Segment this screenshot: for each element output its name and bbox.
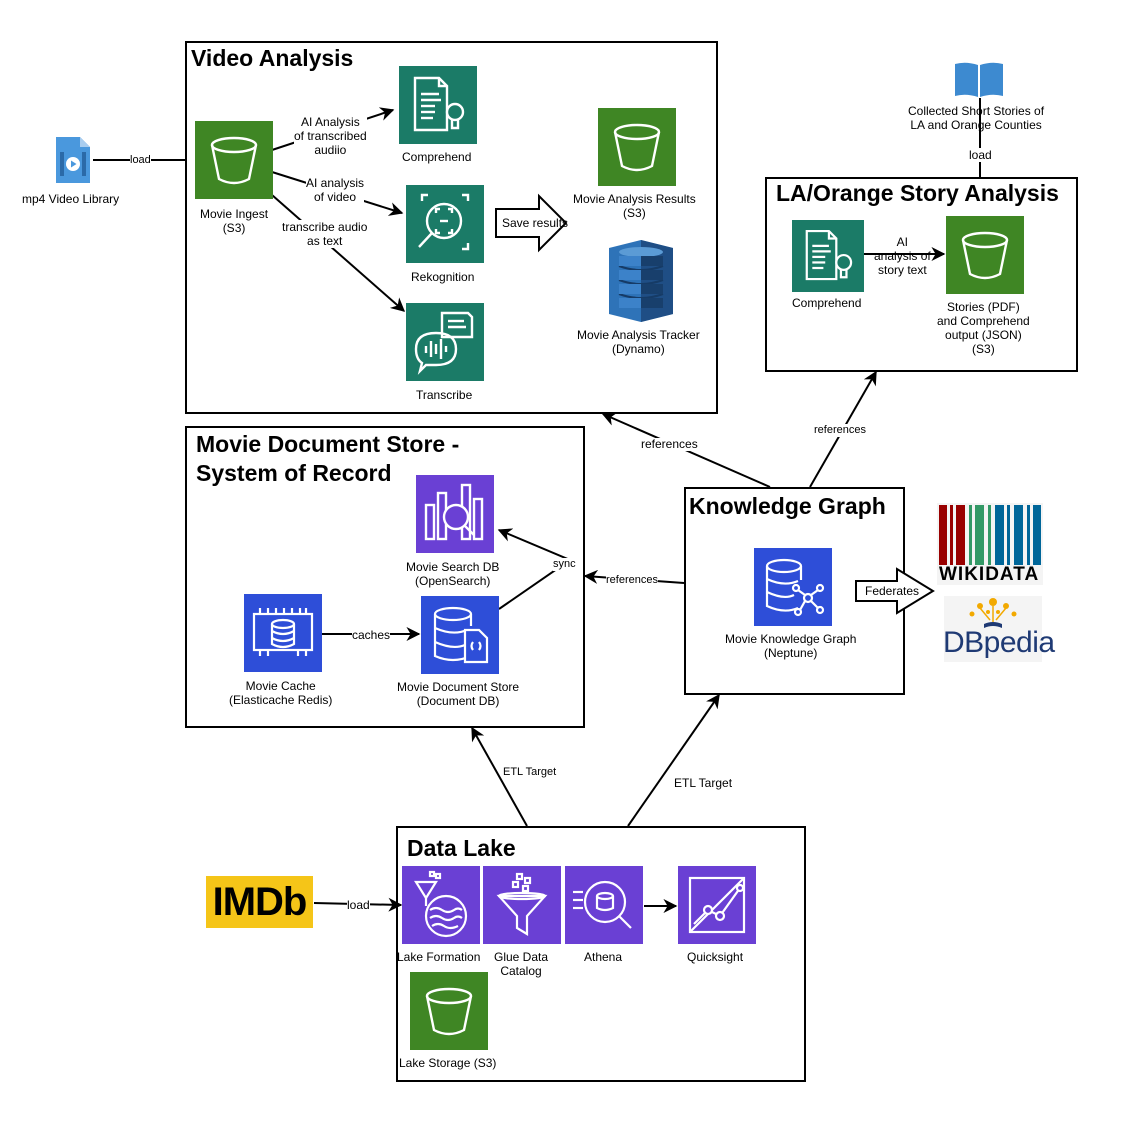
knowledge-graph-title: Knowledge Graph: [689, 493, 886, 519]
rekognition-label: Rekognition: [411, 270, 475, 284]
opensearch-icon: [416, 475, 494, 553]
edge-label-load-mp4: load: [130, 154, 151, 167]
neptune-icon: [754, 548, 832, 626]
save-results-arrow: [495, 193, 568, 253]
dynamodb-icon: [603, 240, 679, 322]
quicksight-label: Quicksight: [687, 950, 744, 964]
transcribe-label: Transcribe: [416, 388, 473, 402]
movie-knowledge-graph-label: Movie Knowledge Graph (Neptune): [725, 632, 857, 660]
data-lake-title: Data Lake: [407, 835, 516, 861]
lake-formation-label: Lake Formation: [397, 950, 481, 964]
comprehend-label: Comprehend: [402, 150, 472, 164]
comprehend-icon: [399, 66, 477, 144]
short-stories-label: Collected Short Stories of LA and Orange…: [908, 104, 1045, 132]
edge-label-etl-kg: ETL Target: [674, 776, 733, 790]
edge-label-transcribe-audio: transcribe audio as text: [282, 220, 368, 248]
mp4-video-library-icon: [54, 135, 92, 185]
edge-etl-kg: [627, 693, 720, 827]
movie-analysis-tracker-label: Movie Analysis Tracker (Dynamo): [577, 328, 700, 356]
wikidata-logo: [937, 503, 1043, 585]
movie-cache-label: Movie Cache (Elasticache Redis): [229, 679, 333, 707]
dbpedia-wordmark: DBpedia: [943, 626, 1055, 659]
comprehend-story-icon: [792, 220, 864, 292]
lake-formation-icon: [402, 866, 480, 944]
edge-label-load-stories: load: [969, 148, 992, 162]
quicksight-icon: [678, 866, 756, 944]
athena-icon: [565, 866, 643, 944]
edge-etl-doc: [471, 726, 528, 827]
movie-analysis-results-bucket-icon: [598, 108, 676, 186]
edge-label-ai-transcribed: AI Analysis of transcribed audiio: [294, 115, 367, 157]
documentdb-icon: [421, 596, 499, 674]
stories-bucket-icon: [946, 216, 1024, 294]
comprehend-story-label: Comprehend: [792, 296, 862, 310]
athena-label: Athena: [584, 950, 623, 964]
rekognition-icon: [406, 185, 484, 263]
movie-search-db-label: Movie Search DB (OpenSearch): [406, 560, 500, 588]
edge-label-sync: sync: [553, 558, 576, 571]
wikidata-wordmark: WIKIDATA: [939, 564, 1040, 585]
movie-ingest-bucket-icon: [195, 121, 273, 199]
elasticache-icon: [244, 594, 322, 672]
edge-label-references-video: references: [641, 437, 698, 451]
mp4-video-library-label: mp4 Video Library: [22, 192, 120, 206]
edge-label-etl-doc: ETL Target: [503, 766, 557, 779]
movie-ingest-label: Movie Ingest (S3): [200, 207, 269, 235]
edge-ingest-transcribe: [271, 194, 406, 312]
video-analysis-title: Video Analysis: [191, 45, 354, 71]
story-analysis-title: LA/Orange Story Analysis: [776, 180, 1059, 206]
doc-store-title: Movie Document Store - System of Record: [196, 431, 460, 486]
lake-storage-bucket-icon: [410, 972, 488, 1050]
dbpedia-logo: [944, 596, 1042, 662]
federates-arrow: [855, 567, 935, 615]
edge-label-ai-video: AI analysis of video: [306, 176, 365, 204]
edge-label-load-imdb: load: [347, 898, 370, 912]
federates-label: Federates: [865, 584, 920, 598]
transcribe-icon: [406, 303, 484, 381]
save-results-label: Save results: [502, 216, 569, 230]
glue-catalog-icon: [483, 866, 561, 944]
edge-label-references-story: references: [814, 424, 866, 437]
book-icon: [953, 61, 1005, 99]
glue-catalog-label: Glue Data Catalog: [494, 950, 549, 978]
edge-label-caches: caches: [352, 628, 391, 642]
stories-bucket-label: Stories (PDF) and Comprehend output (JSO…: [937, 300, 1030, 356]
edge-label-references-doc: references: [606, 574, 658, 587]
edge-label-ai-story: AI analysis of story text: [874, 235, 931, 277]
movie-document-store-label: Movie Document Store (Document DB): [397, 680, 520, 708]
lake-storage-label: Lake Storage (S3): [399, 1056, 497, 1070]
movie-analysis-results-label: Movie Analysis Results (S3): [573, 192, 696, 220]
imdb-logo: IMDb: [206, 876, 313, 928]
doc-store-group: [185, 426, 585, 728]
